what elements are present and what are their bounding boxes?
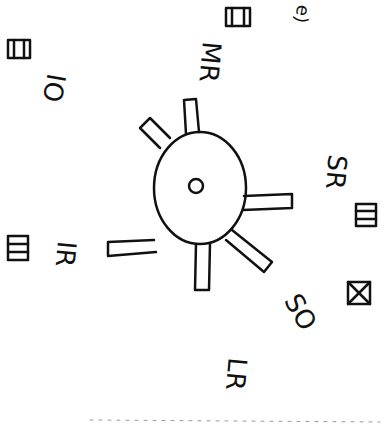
globe-outline bbox=[154, 132, 246, 244]
box-symbol bbox=[8, 236, 28, 260]
muscle-label: e) bbox=[292, 4, 313, 25]
muscle-tab bbox=[140, 118, 170, 148]
box-symbol bbox=[8, 40, 30, 58]
muscle-tab bbox=[243, 194, 292, 210]
muscle-label: SR bbox=[322, 154, 351, 191]
muscle-tab bbox=[195, 243, 210, 290]
muscle-label: MR bbox=[195, 41, 224, 84]
box-symbol bbox=[226, 8, 250, 26]
muscle-label: IR bbox=[52, 240, 80, 268]
cornea-circle bbox=[189, 179, 203, 193]
muscle-label: LR bbox=[222, 357, 251, 392]
muscle-label: IO bbox=[39, 72, 69, 104]
muscle-tab bbox=[226, 230, 272, 272]
box-symbol bbox=[348, 282, 370, 304]
box-symbol bbox=[356, 204, 376, 226]
muscle-tab bbox=[108, 240, 156, 256]
muscle-label: SO bbox=[279, 289, 320, 334]
scan-line bbox=[90, 420, 380, 422]
muscle-tab bbox=[184, 99, 199, 134]
